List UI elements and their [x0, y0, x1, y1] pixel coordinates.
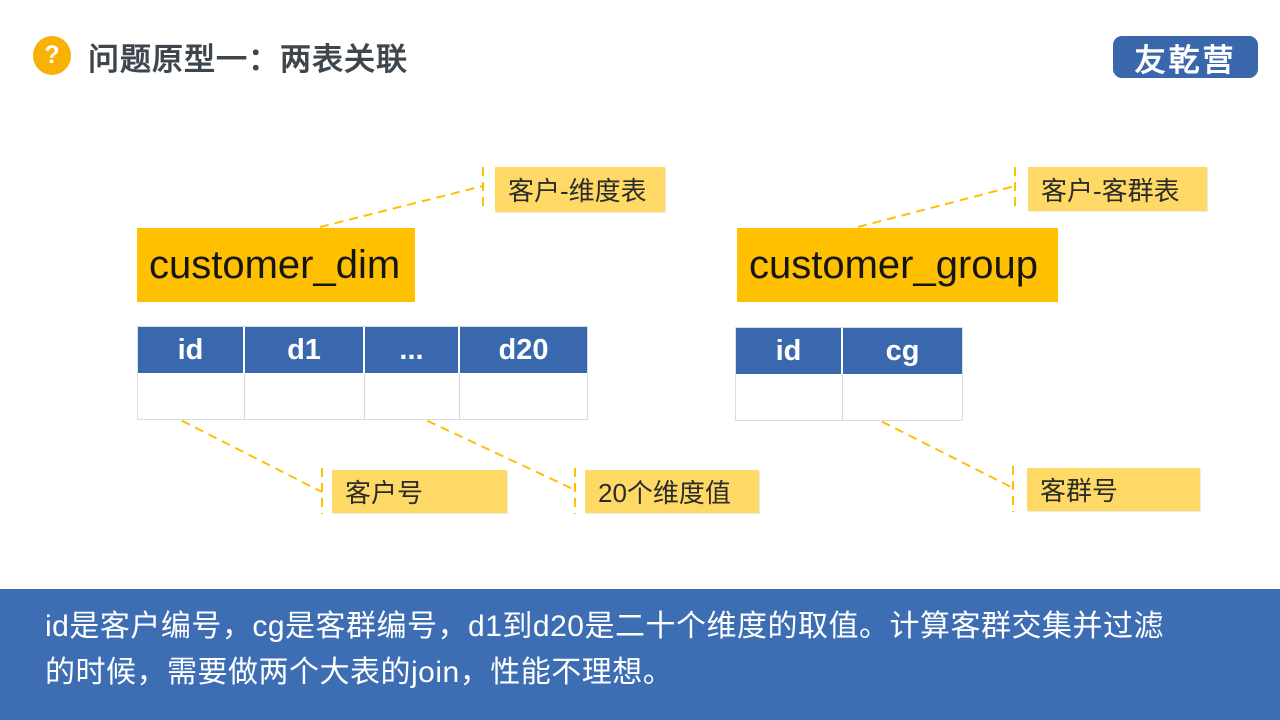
empty-cell [138, 373, 245, 419]
customer-dim-header-row: id d1 ... d20 [138, 327, 587, 373]
column-header-id: id [138, 327, 245, 373]
empty-cell [365, 373, 460, 419]
customer-dim-empty-row [138, 373, 587, 419]
empty-cell [460, 373, 587, 419]
footer-note-line2: 的时候，需要做两个大表的join，性能不理想。 [45, 656, 674, 689]
column-header-ellipsis: ... [365, 327, 460, 373]
question-icon: ? [33, 36, 71, 75]
leader-group-top [857, 185, 1016, 228]
customer-group-empty-row [736, 374, 962, 420]
empty-cell [245, 373, 365, 419]
callout-customer-dim-table: 客户-维度表 [495, 167, 665, 212]
footer-note-line1: id是客户编号，cg是客群编号，d1到d20是二十个维度的取值。计算客群交集并过… [45, 610, 1164, 643]
footer-note: id是客户编号，cg是客群编号，d1到d20是二十个维度的取值。计算客群交集并过… [0, 589, 1280, 720]
leader-dim-top [319, 185, 484, 228]
callout-customer-id: 客户号 [332, 470, 507, 513]
column-header-id: id [736, 328, 843, 374]
customer-group-header-row: id cg [736, 328, 962, 374]
customer-group-table: id cg [735, 327, 963, 421]
table-name-customer-group: customer_group [737, 228, 1058, 302]
page-title: 问题原型一：两表关联 [88, 42, 408, 77]
column-header-d1: d1 [245, 327, 365, 373]
empty-cell [843, 374, 962, 420]
callout-customer-group-table: 客户-客群表 [1028, 167, 1207, 211]
column-header-d20: d20 [460, 327, 587, 373]
table-name-customer-dim: customer_dim [137, 228, 415, 302]
customer-dim-table: id d1 ... d20 [137, 326, 588, 420]
column-header-cg: cg [843, 328, 962, 374]
callout-group-id: 客群号 [1027, 468, 1200, 511]
empty-cell [736, 374, 843, 420]
callout-dimension-values: 20个维度值 [585, 470, 759, 513]
brand-logo: 友乾营 [1113, 36, 1258, 78]
